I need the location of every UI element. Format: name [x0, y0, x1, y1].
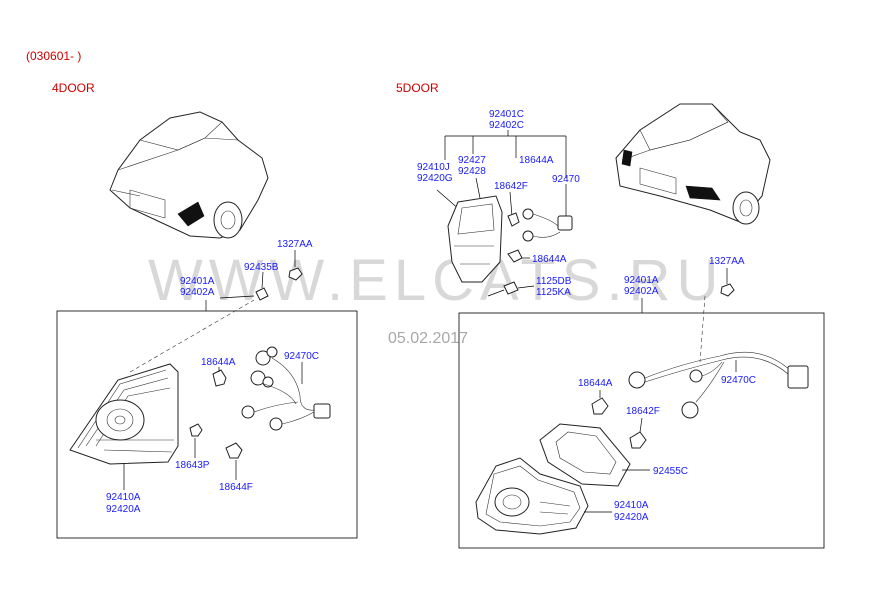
- watermark-date: 05.02.2017: [388, 330, 468, 347]
- sedan-car-illustration: [109, 111, 269, 239]
- leader-lines-5door-top: [436, 130, 567, 217]
- label-18644A-top: 18644A: [519, 155, 554, 166]
- label-92410J: 92410J: [417, 162, 450, 173]
- label-1125DB: 1125DB: [536, 276, 572, 287]
- bulb-18643P: [189, 423, 203, 458]
- screw-1125DB: [487, 281, 535, 297]
- fastener-1327AA-right: [720, 268, 735, 297]
- label-18644A-mid: 18644A: [532, 254, 567, 265]
- label-92420G: 92420G: [417, 173, 453, 184]
- label-92402A-right: 92402A: [624, 286, 659, 297]
- bulb-18644A-mid: [507, 249, 530, 263]
- label-92435B: 92435B: [244, 262, 279, 273]
- wiring-harness-92470-top: [522, 208, 573, 242]
- date-range-label: (030601- ): [26, 49, 81, 63]
- label-92455C: 92455C: [653, 466, 688, 477]
- label-18644F-left: 18644F: [219, 482, 253, 493]
- label-18642F-top: 18642F: [494, 181, 528, 192]
- label-92470C-right: 92470C: [721, 375, 756, 386]
- bulb-18644A-low: [591, 390, 609, 415]
- label-92470: 92470: [552, 174, 580, 185]
- wiring-harness-92470C-right: [628, 351, 809, 419]
- grommet-92435B: [255, 271, 269, 301]
- tail-lamp-5door-bottom: [475, 457, 612, 535]
- hatchback-car-illustration: [615, 103, 771, 225]
- label-1327AA-right: 1327AA: [709, 256, 745, 267]
- label-92410A-right: 92410A: [614, 500, 649, 511]
- section-4door-title: 4DOOR: [52, 81, 95, 95]
- tail-lamp-5door-top: [447, 195, 503, 283]
- label-92402C: 92402C: [489, 120, 524, 131]
- wiring-harness-92470C-left: [241, 346, 331, 431]
- label-92428: 92428: [458, 166, 486, 177]
- label-92427: 92427: [458, 155, 486, 166]
- watermark: WWW.ELCATS.RU 05.02.2017: [148, 248, 724, 347]
- bulb-18644A-left: [212, 367, 227, 387]
- label-92420A-right: 92420A: [614, 512, 649, 523]
- fastener-1327AA-left: [288, 250, 303, 281]
- label-18643P: 18643P: [175, 460, 210, 471]
- label-1125KA: 1125KA: [536, 287, 571, 298]
- label-92401C: 92401C: [489, 109, 524, 120]
- bulb-18644F-left: [225, 442, 243, 480]
- detail-box-5door: [458, 312, 825, 549]
- bulb-18642F-top: [507, 212, 520, 227]
- label-92402A-left: 92402A: [180, 287, 215, 298]
- label-18644A-low: 18644A: [578, 378, 613, 389]
- label-92401A-right: 92401A: [624, 275, 659, 286]
- section-5door-title: 5DOOR: [396, 81, 439, 95]
- detail-box-4door: [56, 310, 358, 539]
- label-92470C-left: 92470C: [284, 351, 319, 362]
- label-92401A-left: 92401A: [180, 276, 215, 287]
- watermark-text: WWW.ELCATS.RU: [148, 248, 724, 313]
- label-18642F-low: 18642F: [626, 406, 660, 417]
- tail-lamp-4door: [69, 363, 179, 490]
- label-1327AA-left: 1327AA: [277, 239, 313, 250]
- label-18644A-left: 18644A: [201, 357, 236, 368]
- bulb-18642F-low: [629, 417, 647, 449]
- label-92410A-left: 92410A: [106, 492, 141, 503]
- gasket-92455C: [539, 423, 650, 487]
- label-92420A-left: 92420A: [106, 504, 141, 515]
